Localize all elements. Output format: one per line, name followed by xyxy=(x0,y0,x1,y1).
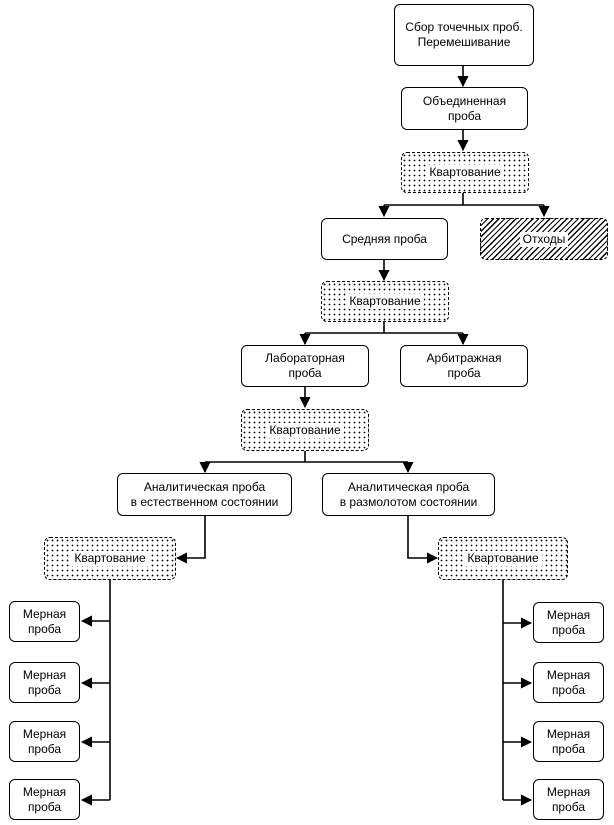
node-average: Средняя проба xyxy=(321,218,448,260)
node-quartering-right: Квартование xyxy=(438,537,568,580)
node-quartering-1: Квартование xyxy=(401,152,529,193)
node-analytical-natural: Аналитическая проба в естественном состо… xyxy=(117,473,292,516)
node-quartering-2-label: Квартование xyxy=(346,294,424,309)
arrow-natural-quartering xyxy=(175,516,206,564)
node-quartering-3-label: Квартование xyxy=(266,422,344,438)
arrow-ground-quartering xyxy=(407,516,439,564)
node-arbitration: Арбитражная проба xyxy=(400,345,528,387)
node-quartering-left: Квартование xyxy=(44,537,176,580)
node-quartering-left-label: Квартование xyxy=(71,551,149,566)
node-waste-label: Отходы xyxy=(519,231,569,247)
node-waste: Отходы xyxy=(480,218,608,260)
node-quartering-right-label: Квартование xyxy=(464,551,542,566)
node-measured-left-4: Мерная проба xyxy=(9,779,80,820)
node-measured-left-1: Мерная проба xyxy=(9,601,80,642)
node-quartering-1-label: Квартование xyxy=(426,165,504,180)
node-combined: Объединенная проба xyxy=(401,87,528,130)
node-measured-left-3: Мерная проба xyxy=(9,721,80,762)
node-laboratory: Лабораторная проба xyxy=(241,345,369,387)
node-analytical-ground: Аналитическая проба в размолотом состоян… xyxy=(322,473,495,516)
node-collect: Сбор точечных проб. Перемешивание xyxy=(394,4,534,66)
node-measured-right-3: Мерная проба xyxy=(533,721,604,762)
node-measured-left-2: Мерная проба xyxy=(9,662,80,703)
node-quartering-2: Квартование xyxy=(321,281,449,322)
node-quartering-3: Квартование xyxy=(241,409,369,451)
node-measured-right-2: Мерная проба xyxy=(533,662,604,703)
node-measured-right-4: Мерная проба xyxy=(533,779,604,820)
node-measured-right-1: Мерная проба xyxy=(533,602,604,643)
